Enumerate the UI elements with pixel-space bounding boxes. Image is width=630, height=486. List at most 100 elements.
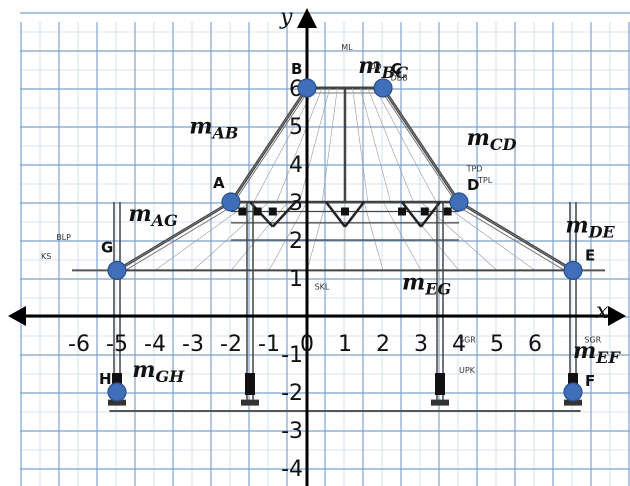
x-tick-label: 0 — [300, 332, 314, 357]
rafter — [359, 87, 391, 203]
segment-label-eg: mEG — [402, 269, 451, 298]
roof-edge-inner — [458, 206, 574, 276]
joint-block — [443, 207, 452, 216]
point-label-d: D — [467, 176, 479, 194]
rafter — [116, 201, 232, 271]
rafter — [458, 201, 574, 271]
y-tick-label: -4 — [281, 457, 303, 482]
point-d — [449, 192, 469, 212]
segment-label-gh: mGH — [132, 357, 185, 386]
column-foot — [241, 399, 259, 406]
joint-block — [398, 207, 406, 216]
annotation-skl: SKL — [315, 282, 330, 291]
annotation-ud: UD — [370, 62, 382, 71]
point-h — [107, 382, 127, 402]
x-tick-label: -5 — [106, 332, 128, 357]
brace — [401, 201, 422, 228]
roof-edge-inner — [382, 92, 460, 208]
roof-edge-inner — [116, 206, 232, 276]
rafter — [363, 201, 384, 271]
y-tick-label: -3 — [281, 419, 303, 444]
rafter — [306, 201, 327, 271]
annotation-upk: UPK — [459, 366, 476, 375]
y-tick-label: 2 — [289, 229, 303, 254]
column-base — [435, 373, 445, 395]
annotation-blp: BLP — [56, 233, 71, 242]
y-axis-arrow — [297, 8, 317, 28]
rafter — [230, 87, 308, 203]
y-tick-label: 4 — [289, 153, 303, 178]
rafter — [420, 201, 498, 271]
point-label-g: G — [101, 238, 113, 256]
annotation-ks: KS — [41, 252, 51, 261]
y-tick-label: -2 — [281, 381, 303, 406]
rafter — [253, 87, 315, 203]
joint-block — [420, 207, 429, 216]
rafter — [276, 87, 323, 203]
rafter — [321, 87, 338, 203]
annotation-tpd: TPD — [466, 165, 483, 174]
y-axis-label: y — [279, 5, 293, 30]
rafter — [352, 87, 369, 203]
x-tick-label: -6 — [68, 332, 90, 357]
rafter — [299, 87, 331, 203]
point-c — [373, 78, 393, 98]
y-tick-label: 1 — [289, 267, 303, 292]
point-label-c: C — [391, 60, 402, 78]
x-axis-label: x — [596, 299, 609, 324]
column-base — [245, 373, 255, 395]
joint-block — [253, 207, 262, 216]
column-foot — [108, 399, 126, 406]
rafter — [367, 87, 414, 203]
rafter — [375, 87, 437, 203]
x-tick-label: 5 — [490, 332, 504, 357]
segment-label-ab: mAB — [189, 114, 238, 143]
x-tick-label: -4 — [144, 332, 166, 357]
segment-label-ag: mAG — [128, 201, 177, 230]
roof-structure — [72, 86, 605, 412]
rafter — [154, 201, 251, 271]
point-label-f: F — [585, 372, 595, 390]
annotation-tpl: TPL — [477, 176, 493, 185]
rafter — [230, 201, 289, 271]
brace — [325, 201, 346, 228]
point-label-a: A — [213, 174, 225, 192]
rafter — [382, 87, 460, 203]
y-tick-label: 3 — [289, 191, 303, 216]
component-annotations: ML UD DBB TPD TPL BLP KS SKL SGR UPK SGR — [41, 43, 602, 375]
rafter — [439, 201, 536, 271]
y-tick-label: -1 — [281, 343, 303, 368]
joint-block — [341, 207, 349, 216]
segment-label-cd: mCD — [467, 125, 517, 154]
x-tick-label: -3 — [182, 332, 204, 357]
point-b — [297, 78, 317, 98]
annotation-sgr: SGR — [584, 336, 601, 345]
annotation-dbb: DBB — [391, 73, 408, 82]
y-tick-label: 5 — [289, 115, 303, 140]
x-axis-right-arrow — [608, 306, 626, 326]
x-tick-label: 4 — [452, 332, 466, 357]
annotation-ml: ML — [341, 43, 353, 52]
annotation-sgr: SGR — [459, 336, 476, 345]
roof-edge-inner — [230, 92, 308, 208]
point-label-h: H — [99, 370, 112, 388]
x-tick-label: -1 — [258, 332, 280, 357]
column-foot — [564, 399, 582, 406]
x-tick-label: 2 — [376, 332, 390, 357]
point-label-b: B — [291, 60, 302, 78]
point-label-e: E — [585, 246, 595, 264]
points: A B C D E F G H — [99, 60, 595, 402]
x-tick-label: 1 — [338, 332, 352, 357]
joint-block — [238, 207, 247, 216]
rafter — [382, 201, 422, 271]
grid — [20, 12, 630, 486]
point-g — [107, 260, 127, 280]
point-f — [563, 382, 583, 402]
point-e — [563, 260, 583, 280]
joint-block — [268, 207, 277, 216]
x-tick-label: -2 — [220, 332, 242, 357]
point-a — [221, 192, 241, 212]
x-tick-label: 3 — [414, 332, 428, 357]
